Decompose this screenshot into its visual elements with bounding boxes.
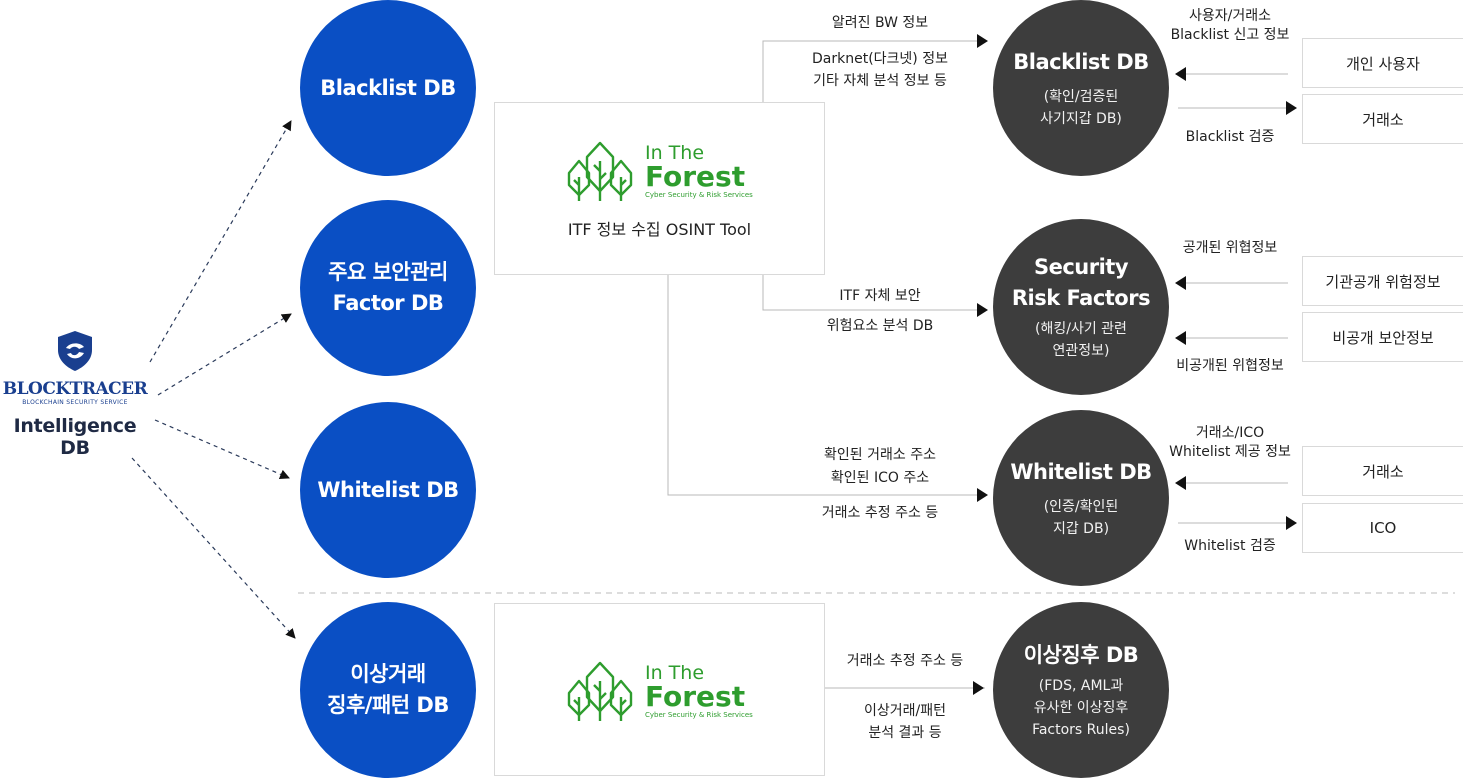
label-risk-db: 위험요소 분석 DB xyxy=(826,318,934,334)
circle-sub: (인증/확인된 xyxy=(1043,498,1119,515)
circle-title: 주요 보안관리 xyxy=(328,260,448,284)
circle-sub: (확인/검증된 xyxy=(1043,88,1119,105)
blocktracer-logo: BLOCKTRACER BLOCKCHAIN SECURITY SERVICE … xyxy=(0,330,150,459)
circle-factor-db: 주요 보안관리 Factor DB xyxy=(300,200,476,376)
itf-osint-tool-box: In The Forest Cyber Security & Risk Serv… xyxy=(494,102,825,275)
circle-title-2: 징후/패턴 DB xyxy=(327,693,449,717)
itf-logo: In The Forest Cyber Security & Risk Serv… xyxy=(565,659,753,723)
label-anomaly-pattern: 이상거래/패턴 xyxy=(864,703,946,719)
circle-sub: (해킹/사기 관련 xyxy=(1035,321,1127,337)
label-estimated-exchange: 거래소 추정 주소 등 xyxy=(821,505,939,521)
circle-sub-2: 유사한 이상징후 xyxy=(1033,699,1129,716)
trees-icon xyxy=(567,141,633,201)
circle-title: Whitelist DB xyxy=(317,477,459,502)
line-itf-whitelist xyxy=(667,274,985,496)
label-itf-risk: ITF 자체 보안 xyxy=(839,288,921,304)
itf-logo-forest: Forest xyxy=(645,679,746,713)
itf-logo-in: In The xyxy=(645,141,705,164)
box-exchange-blacklist: 거래소 xyxy=(1302,94,1463,144)
dashed-arrow-anomaly xyxy=(131,457,296,639)
box-agency-threat: 기관공개 위험정보 xyxy=(1302,256,1463,306)
label-whitelist-verify: Whitelist 검증 xyxy=(1184,538,1276,554)
circle-anomaly-pattern-db: 이상거래 징후/패턴 DB xyxy=(300,602,476,778)
line-itf-security xyxy=(762,274,985,311)
brand-tagline: BLOCKCHAIN SECURITY SERVICE xyxy=(22,399,128,406)
circle-title: Security xyxy=(1033,255,1129,279)
circle-title-2: Factor DB xyxy=(332,291,444,315)
label-known-bw: 알려진 BW 정보 xyxy=(831,15,929,31)
box-private-security: 비공개 보안정보 xyxy=(1302,312,1463,362)
label-blacklist-verify: Blacklist 검증 xyxy=(1185,129,1275,145)
circle-blacklist-db: Blacklist DB xyxy=(300,0,476,176)
label-user-exchange: 사용자/거래소 xyxy=(1189,8,1271,24)
circle-sub: (FDS, AML과 xyxy=(1038,677,1124,694)
box-ico: ICO xyxy=(1302,503,1463,553)
itf-logo: In The Forest Cyber Security & Risk Serv… xyxy=(565,139,753,203)
circle-title: Whitelist DB xyxy=(1010,459,1152,484)
itf-logo-forest: Forest xyxy=(645,159,746,193)
box-exchange-whitelist: 거래소 xyxy=(1302,446,1463,496)
brand-name: BLOCKTRACER xyxy=(2,379,148,399)
line-itf-blacklist xyxy=(762,40,985,102)
label-verified-ico: 확인된 ICO 주소 xyxy=(830,470,930,486)
dashed-arrow-blacklist xyxy=(149,120,292,363)
label-verified-exchange: 확인된 거래소 주소 xyxy=(824,447,936,463)
label-anomaly-exchange: 거래소 추정 주소 등 xyxy=(846,653,964,669)
label-public-threat: 공개된 위협정보 xyxy=(1182,240,1278,256)
box-individual-user: 개인 사용자 xyxy=(1302,38,1463,88)
circle-whitelist-db: Whitelist DB xyxy=(300,402,476,578)
label-whitelist-provide: Whitelist 제공 정보 xyxy=(1169,444,1291,460)
dashed-arrow-whitelist xyxy=(154,419,290,480)
trees-icon xyxy=(567,661,633,721)
itf-caption: ITF 정보 수집 OSINT Tool xyxy=(567,220,752,239)
circle-blacklist-result: Blacklist DB (확인/검증된 사기지갑 DB) xyxy=(993,0,1169,176)
circle-title: 이상징후 DB xyxy=(1023,642,1139,667)
circle-title-2: Risk Factors xyxy=(1011,286,1151,310)
label-darknet: Darknet(다크넷) 정보 xyxy=(812,51,948,67)
circle-sub-2: 지갑 DB) xyxy=(1052,520,1110,537)
intelligence-db-label: Intelligence DB xyxy=(13,415,137,459)
label-self-analysis: 기타 자체 분석 정보 등 xyxy=(813,73,947,89)
itf-logo-tagline: Cyber Security & Risk Services xyxy=(645,710,753,719)
circle-whitelist-result: Whitelist DB (인증/확인된 지갑 DB) xyxy=(993,410,1169,586)
label-private-threat: 비공개된 위협정보 xyxy=(1176,358,1284,374)
itf-logo-tagline: Cyber Security & Risk Services xyxy=(645,190,753,199)
label-exchange-ico: 거래소/ICO xyxy=(1195,425,1265,441)
circle-title: 이상거래 xyxy=(350,662,426,686)
dashed-arrow-factor xyxy=(157,313,292,396)
circle-sub-2: 사기지갑 DB) xyxy=(1040,110,1122,127)
shield-icon xyxy=(58,331,92,371)
circle-sub-2: 연관정보) xyxy=(1052,343,1110,359)
circle-sub-3: Factors Rules) xyxy=(1032,721,1130,738)
circle-security-risk-factors: Security Risk Factors (해킹/사기 관련 연관정보) xyxy=(993,219,1169,395)
label-blacklist-report: Blacklist 신고 정보 xyxy=(1170,27,1290,43)
itf-box-anomaly: In The Forest Cyber Security & Risk Serv… xyxy=(494,603,825,776)
itf-logo-in: In The xyxy=(645,661,705,684)
circle-title: Blacklist DB xyxy=(1013,49,1149,74)
label-analysis-result: 분석 결과 등 xyxy=(868,725,942,741)
circle-title: Blacklist DB xyxy=(320,75,456,100)
circle-anomaly-db: 이상징후 DB (FDS, AML과 유사한 이상징후 Factors Rule… xyxy=(993,602,1169,778)
